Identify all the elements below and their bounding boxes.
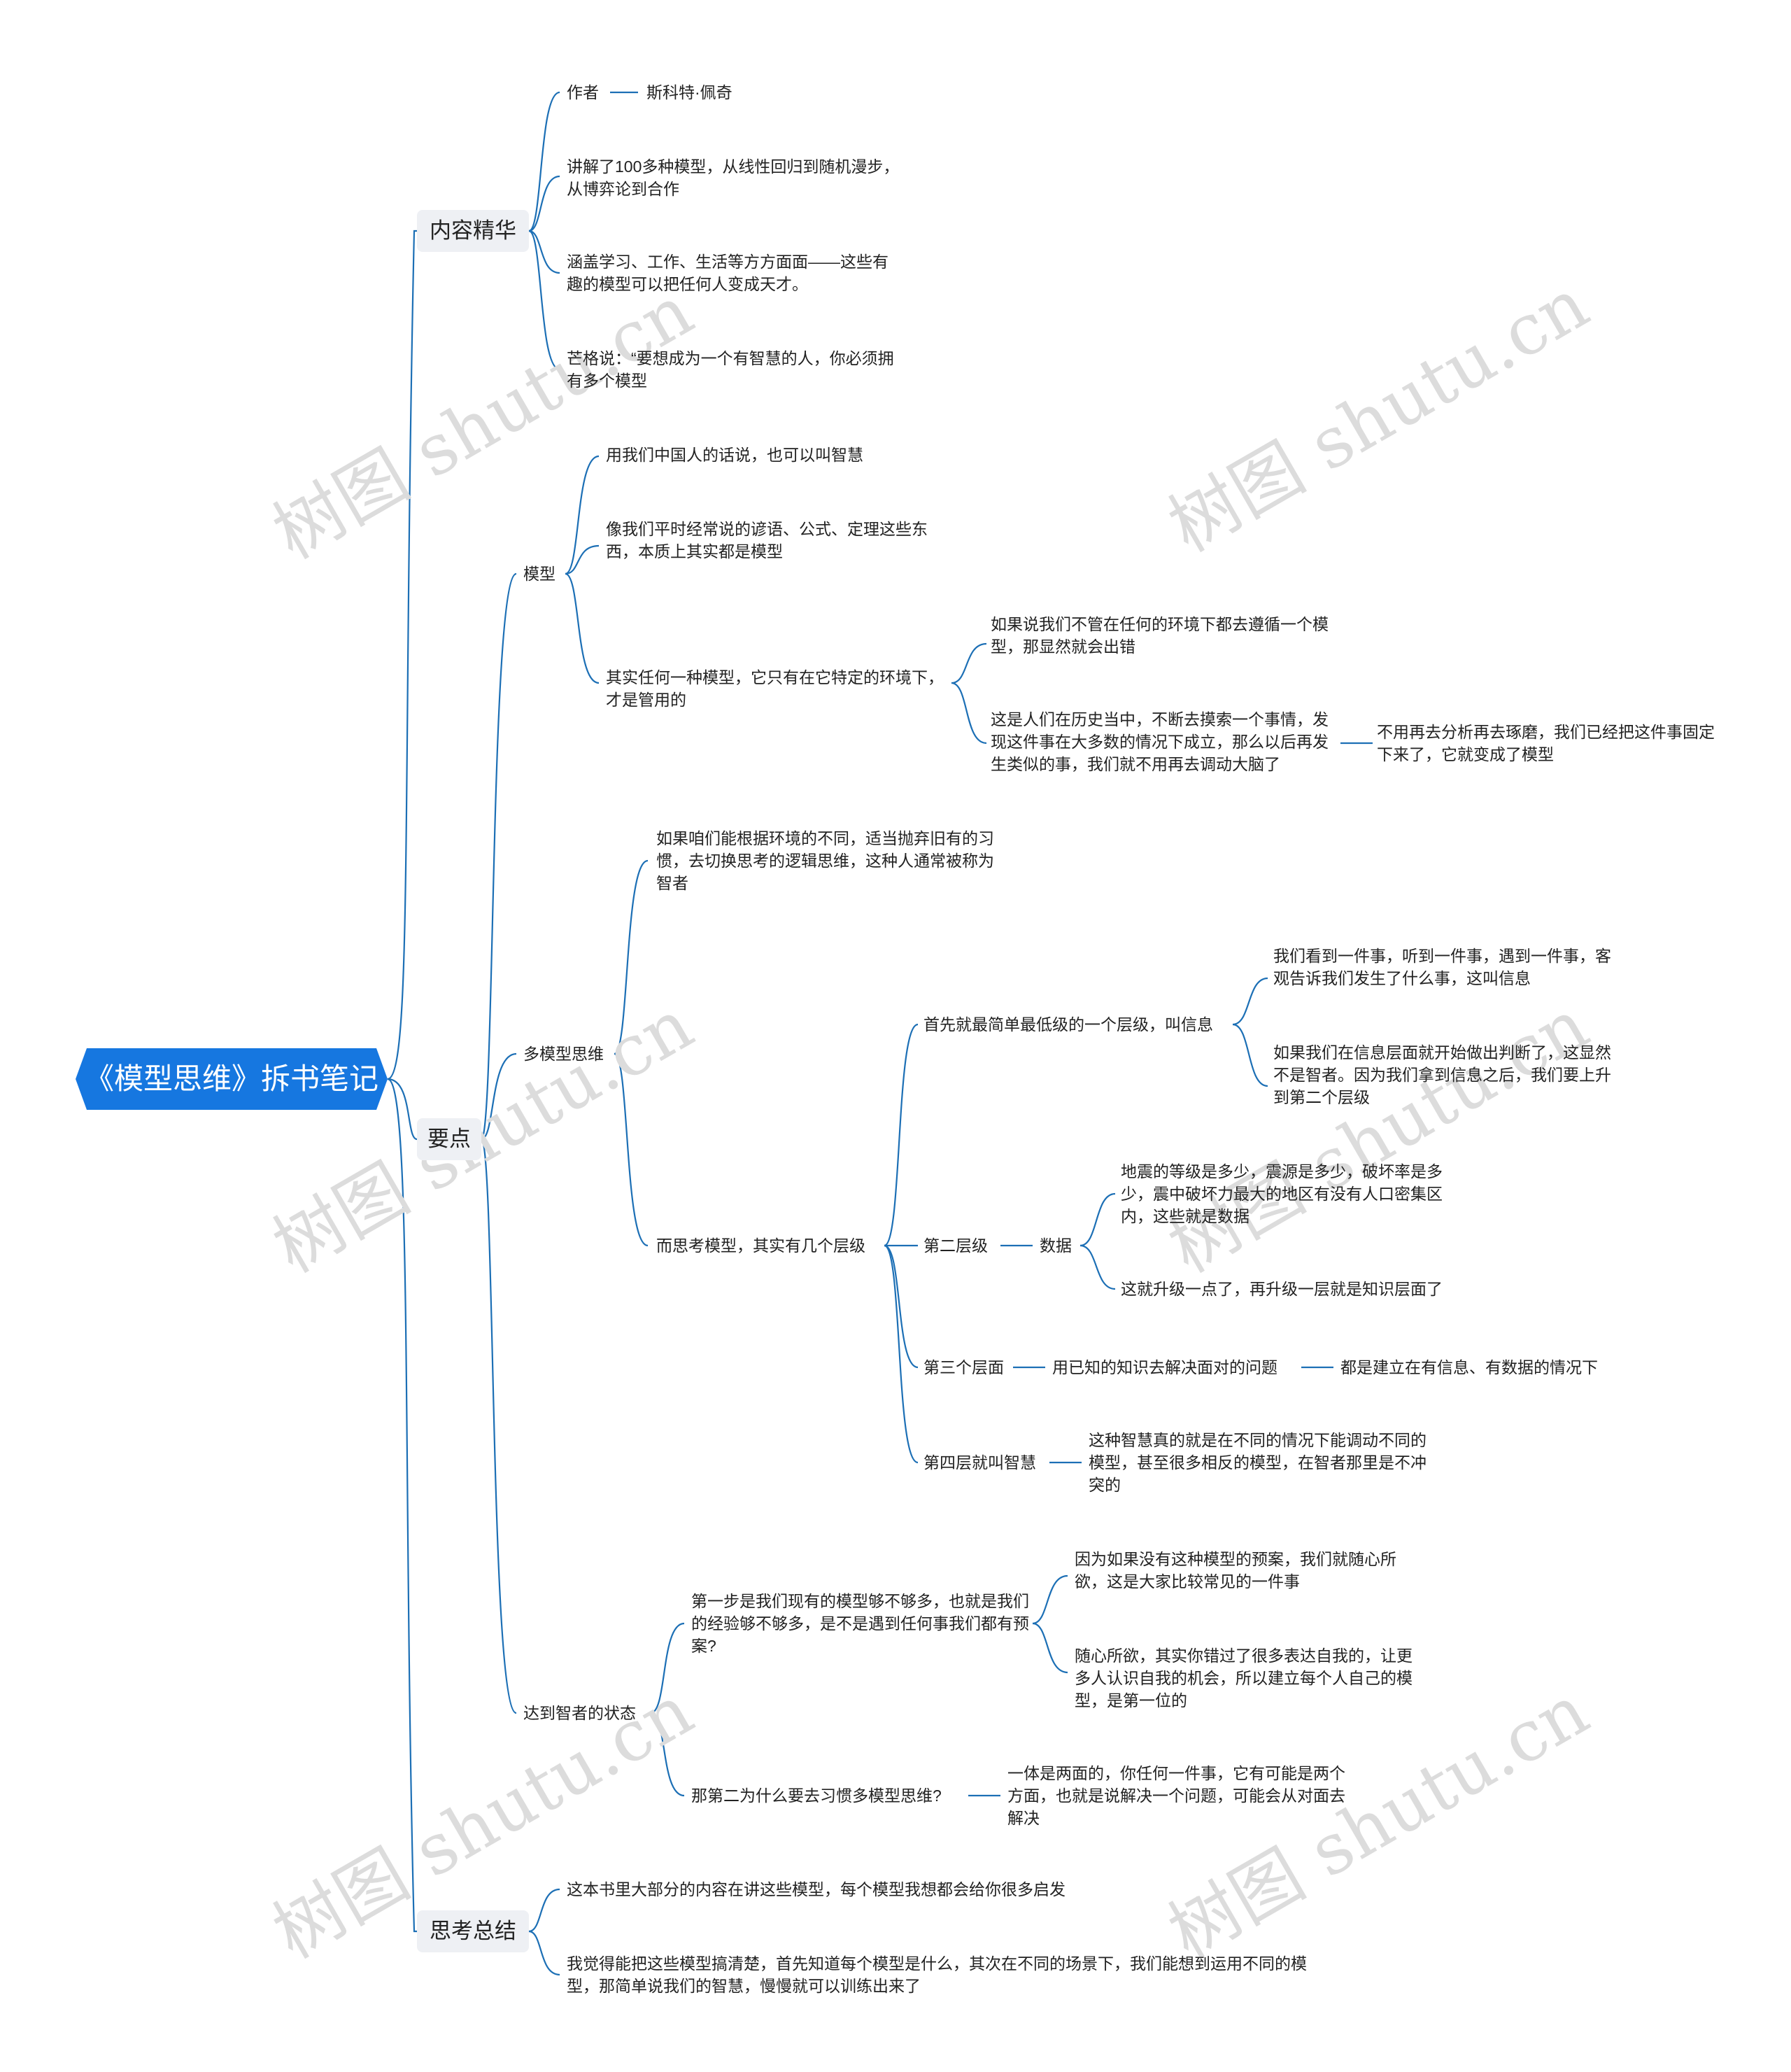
edge (480, 1138, 517, 1714)
node-level-3b[interactable]: 都是建立在有信息、有数据的情况下 (1340, 1358, 1598, 1376)
edge (951, 642, 987, 684)
node-author-value[interactable]: 斯科特·佩奇 (646, 83, 732, 101)
root-node[interactable]: 《模型思维》拆书笔记 (76, 1048, 388, 1110)
edge (565, 544, 600, 575)
node-level-1[interactable]: 首先就最简单最低级的一个层级，叫信息 (923, 1015, 1213, 1034)
edge (614, 1052, 649, 1247)
edge (565, 455, 600, 575)
edge (884, 1244, 919, 1369)
node-multi[interactable]: 多模型思维 (523, 1045, 604, 1063)
node-level-2a[interactable]: 数据 (1040, 1236, 1072, 1255)
node-wise-2[interactable]: 那第二为什么要去习惯多模型思维? (691, 1786, 942, 1805)
node-summary-1[interactable]: 这本书里大部分的内容在讲这些模型，每个模型我想都会给你很多启发 (567, 1880, 1066, 1898)
edge (884, 1023, 919, 1247)
edge (481, 1052, 517, 1141)
edge (1079, 1244, 1116, 1290)
node-summary-2[interactable]: 我觉得能把这些模型搞清楚，首先知道每个模型是什么，其次在不同的场景下，我们能想到… (567, 1954, 1307, 1995)
node-highlight-4[interactable]: 芒格说：“要想成为一个有智慧的人，你必须拥有多个模型 (567, 349, 894, 390)
edge (1079, 1192, 1116, 1247)
node-level-3[interactable]: 第三个层面 (923, 1358, 1004, 1376)
node-wise-1b[interactable]: 随心所欲，其实你错过了很多表达自我的，让更多人认识自我的机会，所以建立每个人自己… (1075, 1647, 1413, 1710)
node-wise[interactable]: 达到智者的状态 (523, 1704, 636, 1722)
edge (387, 1078, 417, 1933)
edge (528, 175, 560, 232)
edge (565, 572, 600, 684)
edge (480, 572, 517, 1141)
node-model-3[interactable]: 其实任何一种模型，它只有在它特定的环境下，才是管用的 (606, 668, 944, 709)
node-model[interactable]: 模型 (523, 565, 555, 583)
node-wise-1[interactable]: 第一步是我们现有的模型够不够多，也就是我们的经验够不够多，是不是遇到任何事我们都… (691, 1592, 1029, 1655)
node-author-label[interactable]: 作者 (567, 83, 599, 101)
node-highlight-2[interactable]: 讲解了100多种模型，从线性回归到随机漫步，从博弈论到合作 (567, 157, 900, 198)
edge (1232, 1023, 1268, 1087)
node-level-4[interactable]: 第四层就叫智慧 (923, 1453, 1036, 1472)
edge (1032, 1622, 1068, 1674)
node-level-2a1[interactable]: 地震的等级是多少，震源是多少，破坏率是多少，震中破坏力最大的地区有没有人口密集区… (1121, 1162, 1443, 1225)
edge (650, 1712, 685, 1797)
node-model-3b[interactable]: 这是人们在历史当中，不断去摸索一个事情，发现这件事在大多数的情况下成立，那么以后… (991, 710, 1329, 773)
edge (614, 859, 649, 1055)
edge (528, 91, 560, 232)
node-level-4a[interactable]: 这种智慧真的就是在不同的情况下能调动不同的模型，甚至很多相反的模型，在智者那里是… (1089, 1431, 1427, 1494)
edge (528, 230, 560, 274)
edge (387, 1078, 418, 1141)
node-level-2[interactable]: 第二层级 (923, 1236, 988, 1255)
edge (387, 230, 417, 1080)
node-level-2a2[interactable]: 这就升级一点了，再升级一层就是知识层面了 (1121, 1280, 1443, 1298)
node-level-1a[interactable]: 我们看到一件事，听到一件事，遇到一件事，客观告诉我们发生了什么事，这叫信息 (1273, 947, 1611, 987)
node-highlight-3[interactable]: 涵盖学习、工作、生活等方方面面——这些有趣的模型可以把任何人变成天才。 (567, 253, 889, 293)
node-multi-2[interactable]: 而思考模型，其实有几个层级 (656, 1236, 865, 1255)
edge (951, 682, 987, 745)
edge (528, 1888, 560, 1933)
node-model-3b1[interactable]: 不用再去分析再去琢磨，我们已经把这件事固定下来了，它就变成了模型 (1377, 723, 1715, 763)
edge (884, 1244, 919, 1464)
node-level-1b[interactable]: 如果我们在信息层面就开始做出判断了，这显然不是智者。因为我们拿到信息之后，我们要… (1273, 1043, 1611, 1106)
node-model-3a[interactable]: 如果说我们不管在任何的环境下都去遵循一个模型，那显然就会出错 (991, 615, 1329, 656)
node-multi-1[interactable]: 如果咱们能根据环境的不同，适当抛弃旧有的习惯，去切换思考的逻辑思维，这种人通常被… (656, 829, 994, 892)
node-level-3a[interactable]: 用已知的知识去解决面对的问题 (1052, 1358, 1277, 1376)
node-model-2[interactable]: 像我们平时经常说的谚语、公式、定理这些东西，本质上其实都是模型 (606, 520, 928, 561)
node-keypoints[interactable]: 要点 (417, 1118, 481, 1160)
node-wise-2a[interactable]: 一体是两面的，你任何一件事，它有可能是两个方面，也就是说解决一个问题，可能会从对… (1007, 1764, 1345, 1827)
edge (1232, 977, 1268, 1026)
node-model-1[interactable]: 用我们中国人的话说，也可以叫智慧 (606, 446, 863, 464)
edge (650, 1622, 685, 1714)
node-wise-1a[interactable]: 因为如果没有这种模型的预案，我们就随心所欲，这是大家比较常见的一件事 (1075, 1550, 1396, 1591)
edge (528, 1930, 560, 1976)
edge (528, 230, 560, 371)
edge (1032, 1574, 1068, 1625)
node-summary[interactable]: 思考总结 (417, 1910, 529, 1952)
node-highlights[interactable]: 内容精华 (417, 210, 529, 252)
